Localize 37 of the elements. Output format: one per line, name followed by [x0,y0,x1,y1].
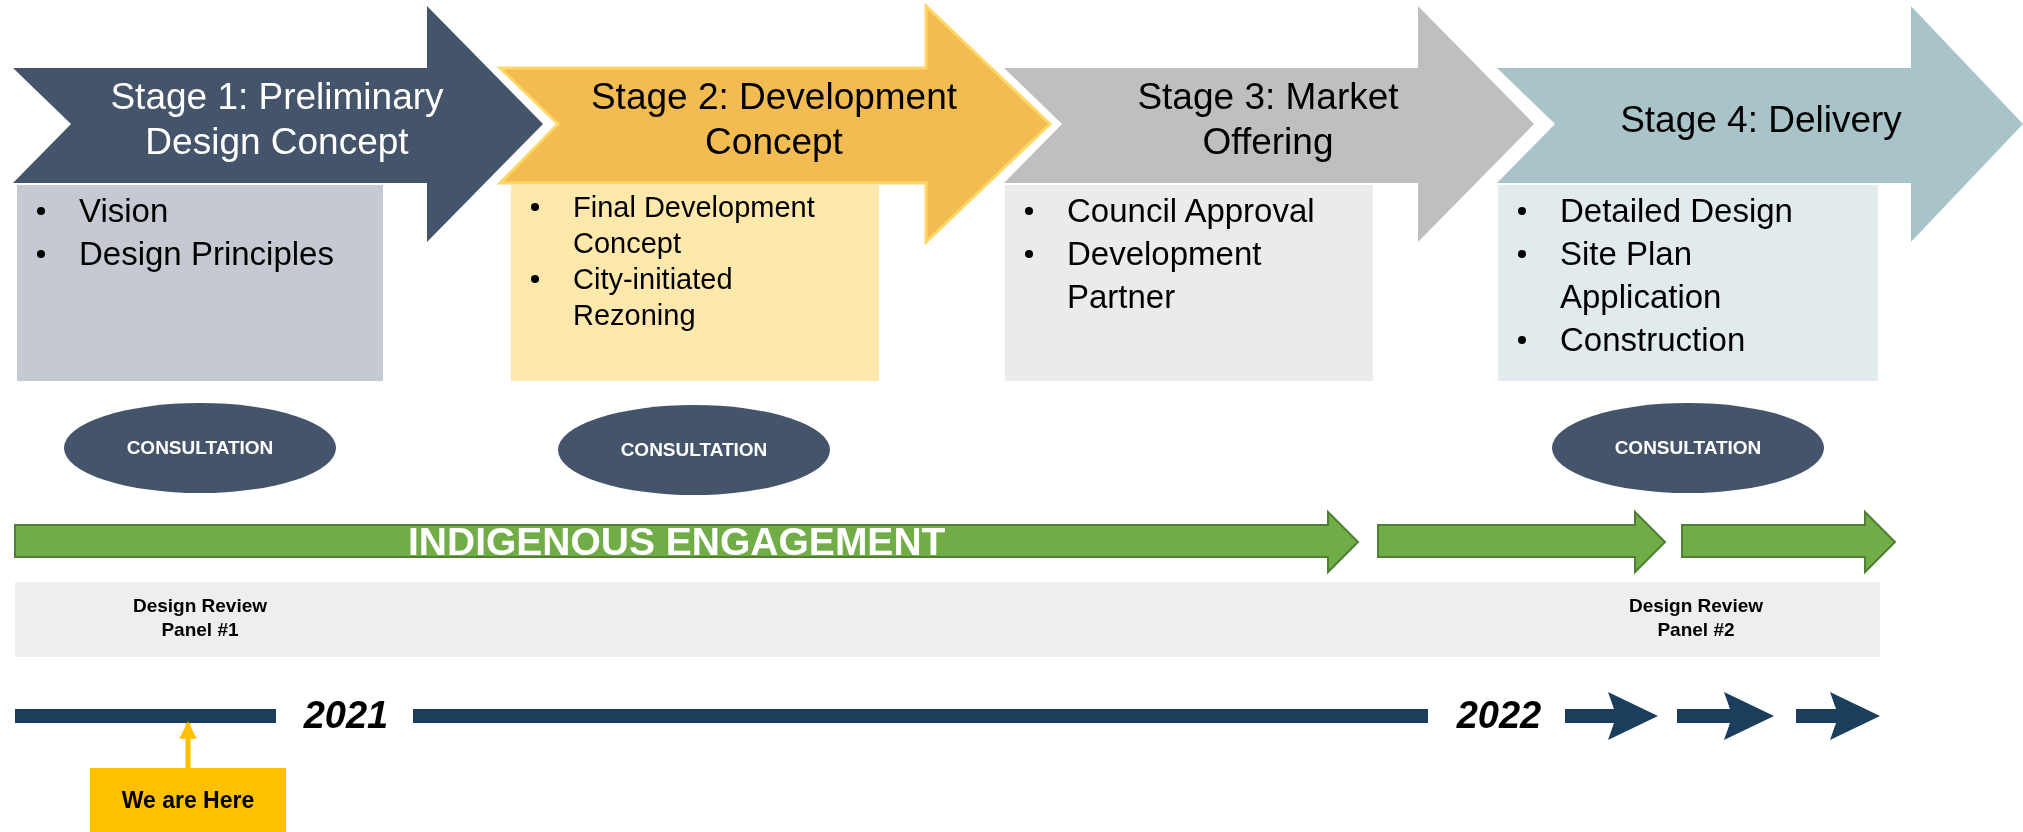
bullet-item: Development Partner [1067,234,1263,317]
consultation-label: CONSULTATION [126,437,274,459]
consultation-ellipse [1552,403,1824,493]
timeline-bar [15,709,276,723]
bullet-item: Design Principles [79,234,335,274]
bullet-panel [511,185,879,381]
bullet-panel [17,185,383,381]
stage-banner [1497,6,2023,242]
bullet-item: Construction [1560,320,1747,360]
timeline-bar [413,709,1428,723]
bullet-item: Detailed Design [1560,191,1794,231]
engagement-banner [1378,512,1665,572]
engagement-banner [15,512,1358,572]
engagement-banner [1682,512,1895,572]
bullet-item: Council Approval [1067,191,1316,231]
panel-label: Design Review Panel #2 [1627,594,1765,642]
bullet-panel [1005,185,1373,381]
consultation-ellipse [64,403,336,493]
stage-title: Stage 1: Preliminary Design Concept [109,75,445,164]
consultation-label: CONSULTATION [620,439,768,461]
stage-banner [1004,6,1534,242]
callout-box [90,768,286,832]
stage-title: Stage 4: Delivery [1620,97,1902,142]
stage-title: Stage 3: Market Offering [1136,75,1400,164]
bullet-panel [1498,185,1878,381]
callout-label: We are Here [121,786,255,814]
bullet-item: City-initiated Rezoning [573,262,734,333]
panel-label: Design Review Panel #1 [131,594,269,642]
year-label: 2021 [302,693,390,738]
leader-arrow [179,721,197,768]
engagement-label: INDIGENOUS ENGAGEMENT [408,520,946,564]
stage-banner [13,6,543,242]
consultation-label: CONSULTATION [1614,437,1762,459]
bullet-item: Site Plan Application [1560,234,1723,317]
consultation-ellipse [558,405,830,495]
year-label: 2022 [1455,693,1543,738]
bullet-item: Vision [79,191,170,231]
